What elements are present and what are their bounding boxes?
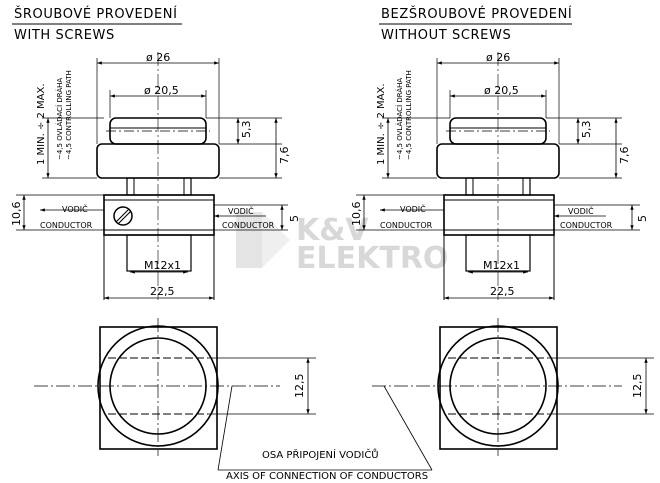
left-view: ŠROUBOVÉ PROVEDENÍ WITH SCREWS ø 26 bbox=[10, 6, 316, 471]
right-dim-h76: 7,6 bbox=[618, 147, 631, 165]
right-title-cz: BEZŠROUBOVÉ PROVEDENÍ bbox=[381, 6, 572, 22]
right-conductor-cz: VODIČ bbox=[400, 203, 426, 214]
axis-note-cz: OSA PŘIPOJENÍ VODIČŮ bbox=[262, 448, 379, 461]
right-top-view-frame bbox=[439, 326, 558, 450]
left-dim-h106: 10,6 bbox=[10, 202, 23, 227]
left-dim-w225: 22,5 bbox=[150, 285, 175, 298]
left-title-cz: ŠROUBOVÉ PROVEDENÍ bbox=[14, 6, 178, 22]
axis-note-en: AXIS OF CONNECTION OF CONDUCTORS bbox=[226, 471, 428, 482]
right-dim-w225: 22,5 bbox=[490, 285, 515, 298]
left-dim-h76: 7,6 bbox=[278, 147, 291, 165]
watermark-line1: K&V bbox=[296, 213, 369, 248]
right-conductor-cz-right: VODIČ bbox=[568, 205, 594, 216]
left-dim-m12: M12x1 bbox=[144, 259, 181, 272]
left-conductor-cz-right: VODIČ bbox=[228, 205, 254, 216]
watermark-line2: ELEKTRO bbox=[296, 241, 448, 276]
left-path-en: ~4,5 CONTROLLING PATH bbox=[65, 70, 73, 160]
watermark: K&V ELEKTRO bbox=[236, 212, 448, 276]
watermark-logo-icon bbox=[236, 212, 290, 268]
left-stroke-range: 1 MIN. ÷ 2 MAX. bbox=[36, 83, 47, 165]
right-title-en: WITHOUT SCREWS bbox=[381, 28, 511, 43]
right-dim-d125: 12,5 bbox=[631, 374, 644, 399]
left-top-view-frame bbox=[99, 326, 218, 450]
right-dim-h53: 5,3 bbox=[580, 121, 593, 139]
left-conductor-en: CONDUCTOR bbox=[40, 221, 93, 230]
right-dim-d205: ø 20,5 bbox=[484, 84, 519, 97]
left-dim-d125: 12,5 bbox=[293, 374, 306, 399]
right-view: BEZŠROUBOVÉ PROVEDENÍ WITHOUT SCREWS ø 2… bbox=[350, 6, 654, 471]
right-contact-block bbox=[443, 194, 555, 236]
right-dim-h5: 5 bbox=[636, 215, 649, 222]
left-dim-h5: 5 bbox=[288, 215, 301, 222]
left-title-en: WITH SCREWS bbox=[14, 28, 115, 43]
right-dim-h106: 10,6 bbox=[350, 202, 363, 227]
right-stroke-range: 1 MIN. ÷ 2 MAX. bbox=[376, 83, 387, 165]
left-dim-d205: ø 20,5 bbox=[144, 84, 179, 97]
left-contact-block bbox=[103, 194, 215, 236]
right-conductor-en: CONDUCTOR bbox=[380, 221, 433, 230]
left-screw-icon bbox=[113, 206, 133, 226]
left-path-cz: ~4,5 OVLÁDACÍ DRÁHA bbox=[55, 78, 64, 160]
left-dim-h53: 5,3 bbox=[240, 121, 253, 139]
right-conductor-en-right: CONDUCTOR bbox=[560, 221, 613, 230]
left-conductor-en-right: CONDUCTOR bbox=[222, 221, 275, 230]
right-dim-m12: M12x1 bbox=[483, 259, 520, 272]
axis-note: OSA PŘIPOJENÍ VODIČŮ AXIS OF CONNECTION … bbox=[218, 448, 432, 482]
right-path-cz: ~4,5 OVLÁDACÍ DRÁHA bbox=[395, 78, 404, 160]
left-conductor-cz: VODIČ bbox=[62, 203, 88, 214]
right-path-en: ~4,5 CONTROLLING PATH bbox=[405, 70, 413, 160]
